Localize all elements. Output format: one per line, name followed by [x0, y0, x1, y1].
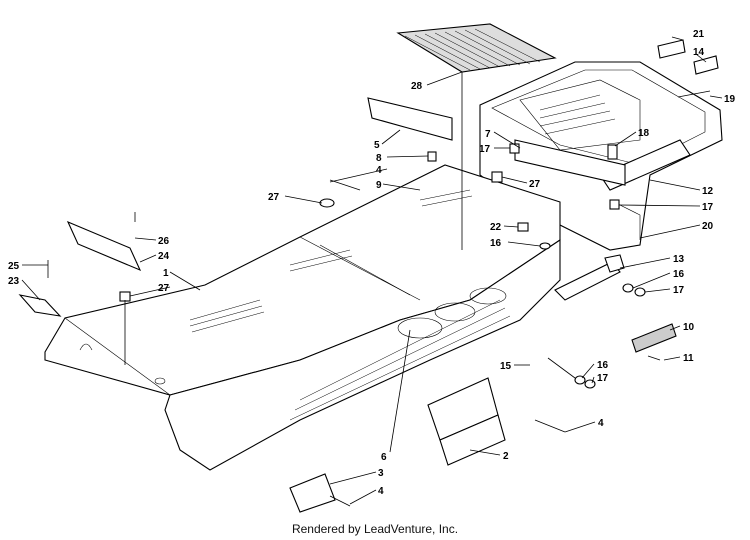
callout-17-lower: 17 [597, 373, 609, 384]
bracket-24 [66, 220, 142, 272]
plate-23 [18, 294, 62, 317]
callout-27-lower: 27 [158, 283, 170, 294]
callout-11: 11 [683, 353, 694, 364]
callout-19: 19 [724, 94, 736, 105]
callout-16-right: 16 [673, 269, 685, 280]
tunnel [44, 164, 561, 471]
callout-17-right: 17 [702, 202, 714, 213]
callout-28: 28 [411, 81, 423, 92]
callout-10: 10 [683, 322, 695, 333]
callout-4-right: 4 [598, 418, 604, 429]
callout-17-upper: 17 [479, 144, 491, 155]
callout-25: 25 [8, 261, 20, 272]
callout-5: 5 [374, 140, 380, 151]
flap-5 [367, 97, 453, 141]
callout-8: 8 [376, 153, 382, 164]
callout-3: 3 [378, 468, 384, 479]
callout-24: 24 [158, 251, 170, 262]
callout-12: 12 [702, 186, 714, 197]
callout-23: 23 [8, 276, 20, 287]
callout-18: 18 [638, 128, 650, 139]
reflector-10 [631, 323, 677, 353]
callout-4-upper: 4 [376, 165, 382, 176]
callout-9: 9 [376, 180, 382, 191]
callout-17-rail: 17 [673, 285, 685, 296]
callout-4-bottom: 4 [378, 486, 384, 497]
callout-27-left: 27 [268, 192, 280, 203]
callout-2: 2 [503, 451, 509, 462]
callout-20: 20 [702, 221, 714, 232]
callout-6: 6 [381, 452, 387, 463]
leader-lines [21, 36, 723, 505]
callout-13: 13 [673, 254, 685, 265]
rail-13-end [604, 254, 625, 273]
credit-line: Rendered by LeadVenture, Inc. [291, 522, 459, 536]
plate-3 [289, 473, 336, 513]
callout-labels: 21 14 19 28 5 7 18 17 8 4 9 27 27 12 17 … [8, 29, 736, 497]
decal-14 [693, 55, 719, 75]
seat-pad [396, 23, 557, 73]
callout-14: 14 [693, 47, 705, 58]
callout-21: 21 [693, 29, 705, 40]
callout-1: 1 [163, 268, 169, 279]
callout-7: 7 [485, 129, 491, 140]
callout-16-lower: 16 [597, 360, 609, 371]
callout-27-mid: 27 [529, 179, 541, 190]
callout-16-upper: 16 [490, 238, 502, 249]
callout-22: 22 [490, 222, 502, 233]
callout-15: 15 [500, 361, 512, 372]
bracket-2 [427, 377, 506, 466]
rail-13 [554, 261, 621, 301]
callout-26: 26 [158, 236, 170, 247]
decal-21 [657, 39, 686, 59]
